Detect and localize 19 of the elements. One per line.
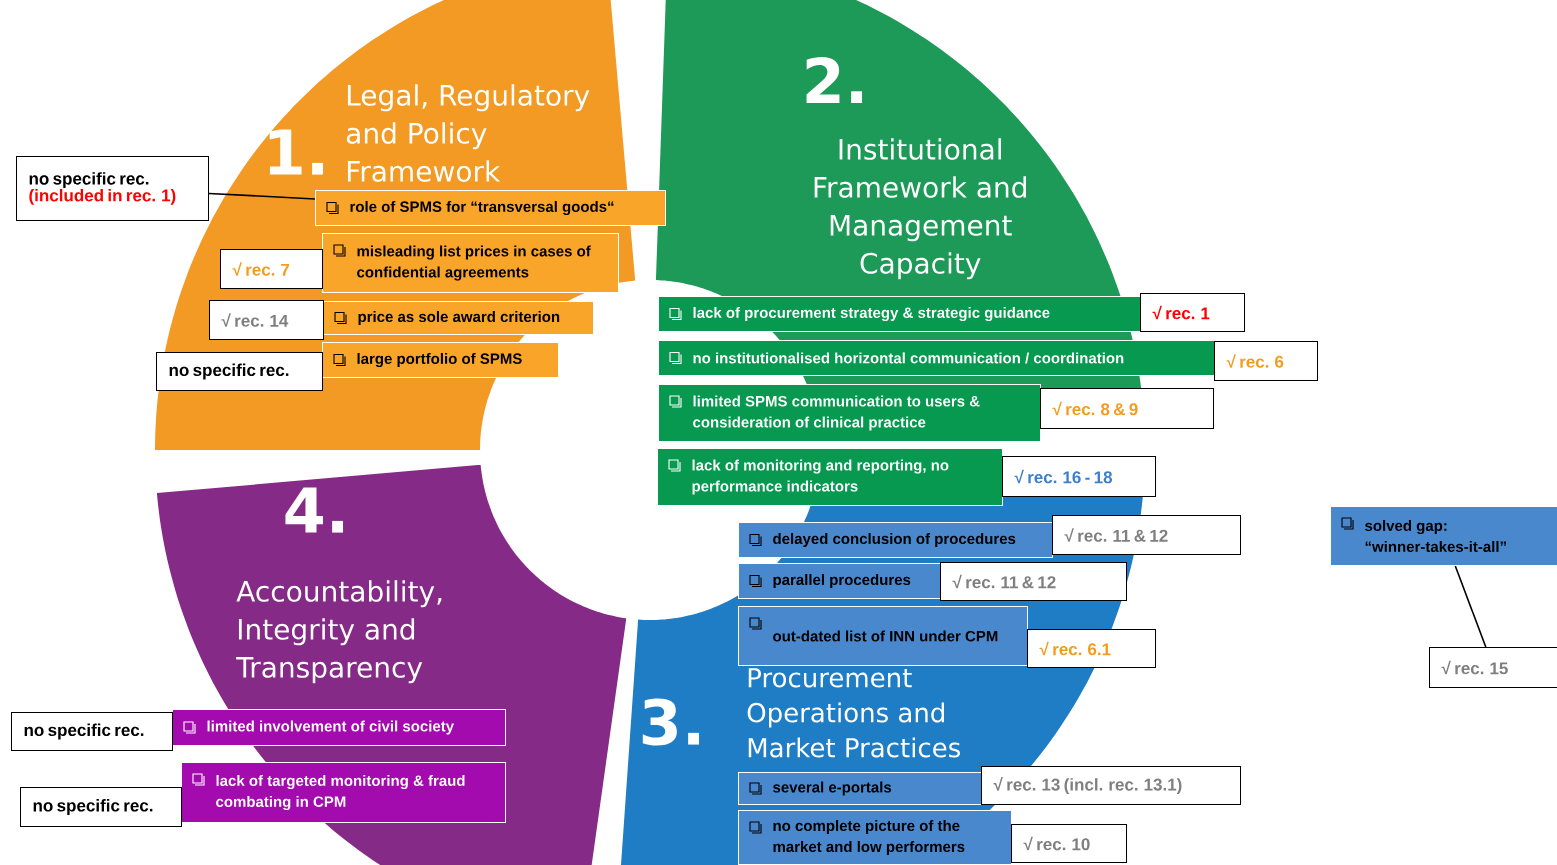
recommendation-box: √ rec. 16 - 18 (1002, 456, 1156, 497)
leader-line (1454, 565, 1487, 648)
issue-box: limited SPMS communication to users & consideration of clinical practice (658, 384, 1041, 442)
recommendation-box: no specific rec. (11, 712, 173, 751)
issue-box: lack of monitoring and reporting, no performance indicators (657, 448, 1003, 506)
recommendation-box: √ rec. 6 (1214, 341, 1318, 381)
issue-box: role of SPMS for “transversal goods“ (315, 190, 666, 226)
recommendation-box: no specific rec. (20, 787, 182, 827)
recommendation-box: √ rec. 1 (1140, 293, 1245, 332)
recommendation-box: no specific rec. (included in rec. 1) (16, 156, 209, 221)
issue-box: solved gap: “winner-takes-it-all” (1330, 506, 1557, 566)
recommendation-box: √ rec. 6.1 (1027, 629, 1156, 668)
leader-line (208, 192, 316, 200)
recommendation-box: √ rec. 11 & 12 (1052, 515, 1241, 555)
recommendation-box: √ rec. 10 (1011, 824, 1127, 863)
recommendation-box: √ rec. 13 (incl. rec. 13.1) (981, 766, 1241, 805)
issue-box: no institutionalised horizontal communication / coordination (658, 340, 1215, 376)
recommendation-box: √ rec. 15 (1429, 647, 1557, 688)
recommendation-box: √ rec. 8 & 9 (1040, 388, 1214, 429)
